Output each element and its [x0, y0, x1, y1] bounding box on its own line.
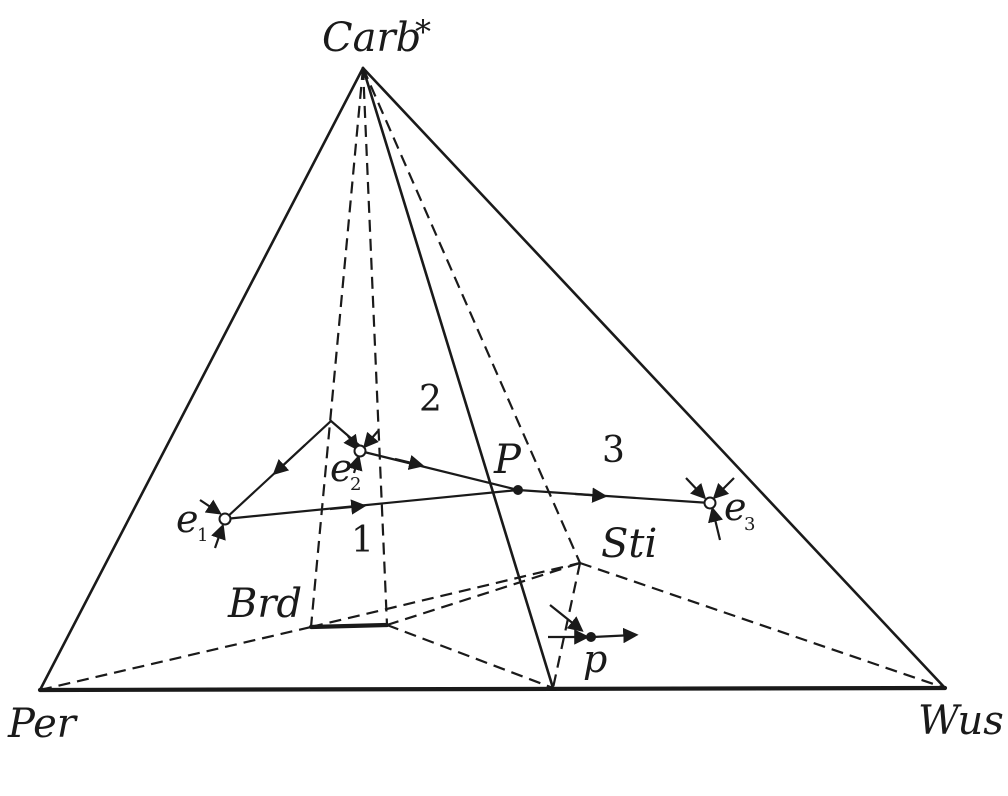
dash-carb-sti [361, 67, 582, 564]
e3-arrow-bottom [708, 506, 724, 541]
e1-arrow-bottom [211, 523, 226, 549]
label-carb-star: * [415, 13, 431, 51]
path-e2-P [359, 449, 519, 492]
label-sti: Sti [601, 521, 657, 567]
edge-carb-wus [361, 66, 947, 690]
dash-carb-brd-right [361, 67, 389, 626]
e2-arrow-bottom [347, 454, 363, 474]
e1-arrow-top [199, 499, 222, 515]
path-arrow-e1-up [272, 444, 306, 476]
point-P [513, 485, 523, 495]
dash-sti-base [551, 562, 582, 689]
e2-arrow-top [362, 430, 379, 449]
edge-carb-per [38, 66, 365, 692]
path-arrow-e1-P [329, 499, 367, 515]
label-region-2: 2 [419, 379, 442, 420]
p-arrow-diag [549, 604, 584, 632]
label-P: P [493, 437, 522, 483]
label-region-1: 1 [351, 520, 374, 561]
label-brd: Brd [227, 581, 302, 627]
label-e3: e [724, 485, 747, 529]
path-P-e3 [517, 488, 711, 505]
point-p [586, 632, 596, 642]
edge-per-wus [37, 685, 948, 693]
label-e2: e [330, 446, 353, 490]
path-arrow-P-e3 [574, 487, 608, 503]
point-e3 [703, 496, 717, 510]
label-e3-sub: 3 [744, 514, 755, 535]
path-e1-P [224, 488, 519, 521]
point-e2 [353, 444, 367, 458]
e2-arrow-left [343, 433, 359, 451]
point-e1 [218, 512, 232, 526]
brd-segment [308, 622, 390, 630]
p-arrow-right [592, 627, 639, 644]
dash-brdr-base [386, 623, 554, 690]
dash-brd-sti [310, 561, 581, 629]
label-e1-sub: 1 [197, 525, 208, 546]
path-arrow-e2-P [394, 454, 425, 470]
e3-arrow-top-right [712, 477, 735, 500]
dash-carb-brd-left [309, 67, 365, 628]
dash-sti-wus [579, 561, 946, 690]
dash-brdr-sti [386, 561, 581, 627]
label-e2-sub: 2 [350, 474, 361, 495]
label-p: p [583, 637, 607, 681]
e3-arrow-top-left [685, 477, 707, 500]
label-carb: Carb [322, 15, 421, 61]
dash-per-brd [39, 625, 312, 692]
label-wus: Wus [918, 698, 1004, 744]
label-per: Per [7, 701, 79, 747]
label-e1: e [176, 497, 199, 541]
label-region-3: 3 [602, 430, 625, 471]
edge-carb-base [361, 66, 555, 690]
